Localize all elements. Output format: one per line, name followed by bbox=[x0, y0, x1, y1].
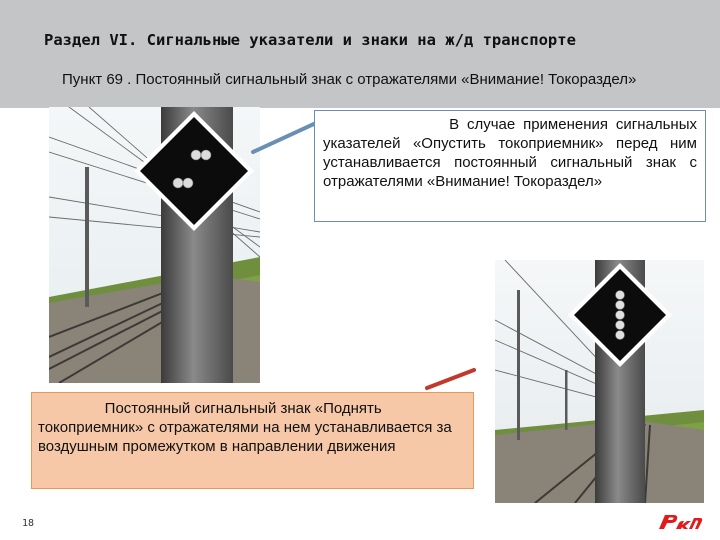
sign-photo-raise bbox=[495, 260, 704, 503]
callout-raise-text: Постоянный сигнальный знак «Поднять токо… bbox=[31, 392, 474, 489]
header-band bbox=[0, 0, 720, 108]
bottom-pointer-line bbox=[425, 368, 476, 390]
section-title: Раздел VI. Сигнальные указатели и знаки … bbox=[44, 31, 576, 49]
callout-attention-text: В случае применения сигнальных указателе… bbox=[314, 110, 706, 222]
point-title: Пункт 69 . Постоянный сигнальный знак с … bbox=[62, 71, 637, 88]
rzd-logo bbox=[656, 512, 704, 537]
top-pointer-line bbox=[251, 121, 318, 154]
slide-number: 18 bbox=[22, 518, 35, 529]
sign-photo-attention bbox=[49, 107, 260, 383]
